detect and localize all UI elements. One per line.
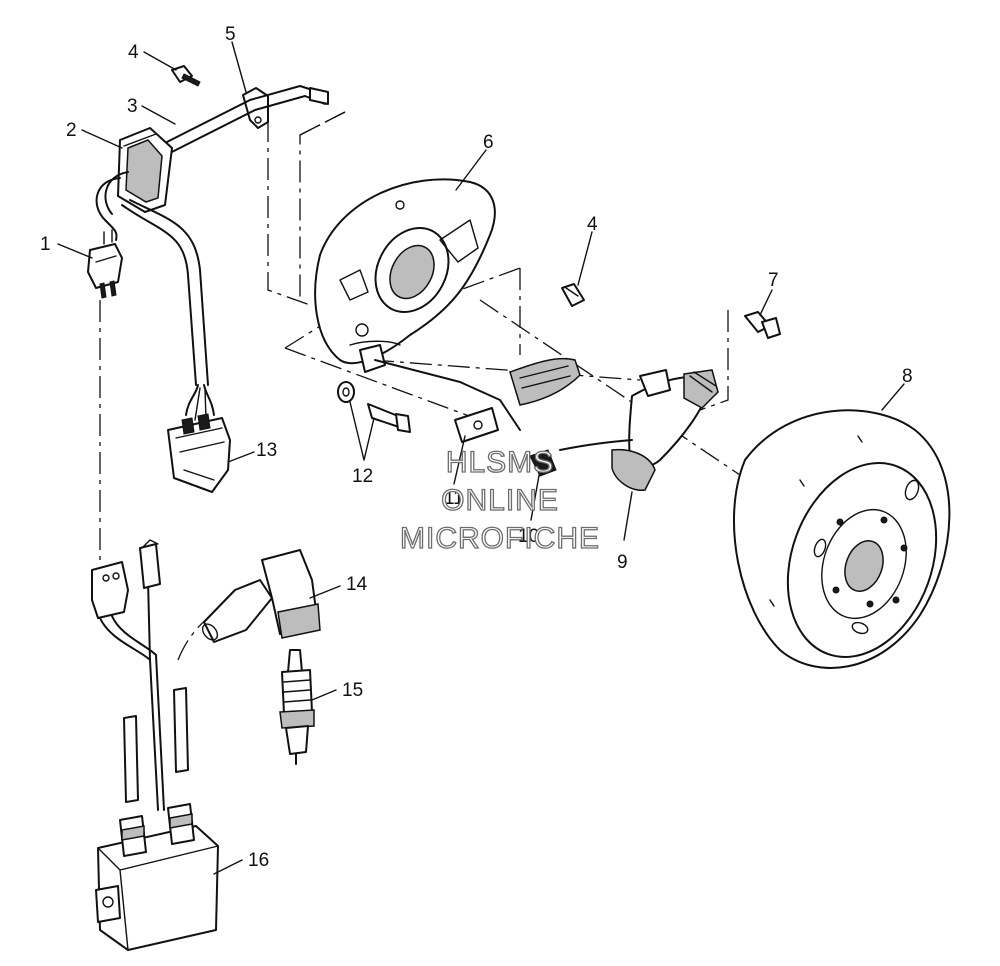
callout-3: 3	[127, 96, 138, 117]
part-4-screw-top	[171, 65, 201, 87]
part-16-ignition-coil	[95, 803, 219, 951]
part-12-screw-washer	[337, 381, 411, 433]
callout-4-mid: 4	[587, 214, 598, 235]
watermark-line-3: MICROFICHE	[400, 522, 600, 555]
watermark-line-1: HLSMS	[446, 446, 554, 479]
part-10-screw	[529, 449, 557, 477]
callout-labels: 1 2 3 4 5 6 4 7 8 9 10 11 12 13 14 15 16	[40, 24, 913, 871]
part-14-plug-cap	[201, 549, 321, 643]
callout-16: 16	[248, 850, 269, 871]
callout-14: 14	[346, 574, 368, 595]
part-4-screw-mid	[561, 283, 585, 307]
wiring-harness	[95, 171, 215, 421]
part-15-spark-plug	[279, 649, 315, 765]
callout-9: 9	[617, 552, 628, 573]
part-7-screw	[744, 311, 781, 339]
callout-8: 8	[902, 366, 913, 387]
part-8-flywheel	[733, 409, 951, 669]
callout-2: 2	[66, 120, 77, 141]
part-13-plug	[167, 413, 231, 493]
watermark: HLSMS ONLINE MICROFICHE	[399, 445, 600, 555]
callout-1: 1	[40, 234, 51, 255]
callout-7: 7	[768, 270, 779, 291]
part-6-stator-plate	[314, 178, 521, 431]
callout-15: 15	[342, 680, 363, 701]
leader-lines	[57, 41, 905, 875]
part-2-regulator	[117, 127, 173, 213]
callout-12: 12	[352, 466, 373, 487]
assembly-guide-lines	[99, 111, 741, 661]
watermark-line-2: ONLINE	[441, 484, 559, 517]
part-5-bracket	[154, 85, 329, 159]
callout-5: 5	[225, 24, 236, 45]
part-1-connector	[87, 229, 123, 299]
callout-10: 10	[518, 526, 539, 547]
ignition-wiring	[91, 539, 189, 811]
callout-13: 13	[256, 440, 277, 461]
callout-6: 6	[483, 132, 494, 153]
callout-11: 11	[444, 488, 464, 509]
callout-4-top: 4	[128, 42, 139, 63]
part-11-pickup-coil	[454, 357, 581, 443]
part-9-coil-assembly	[559, 369, 719, 491]
